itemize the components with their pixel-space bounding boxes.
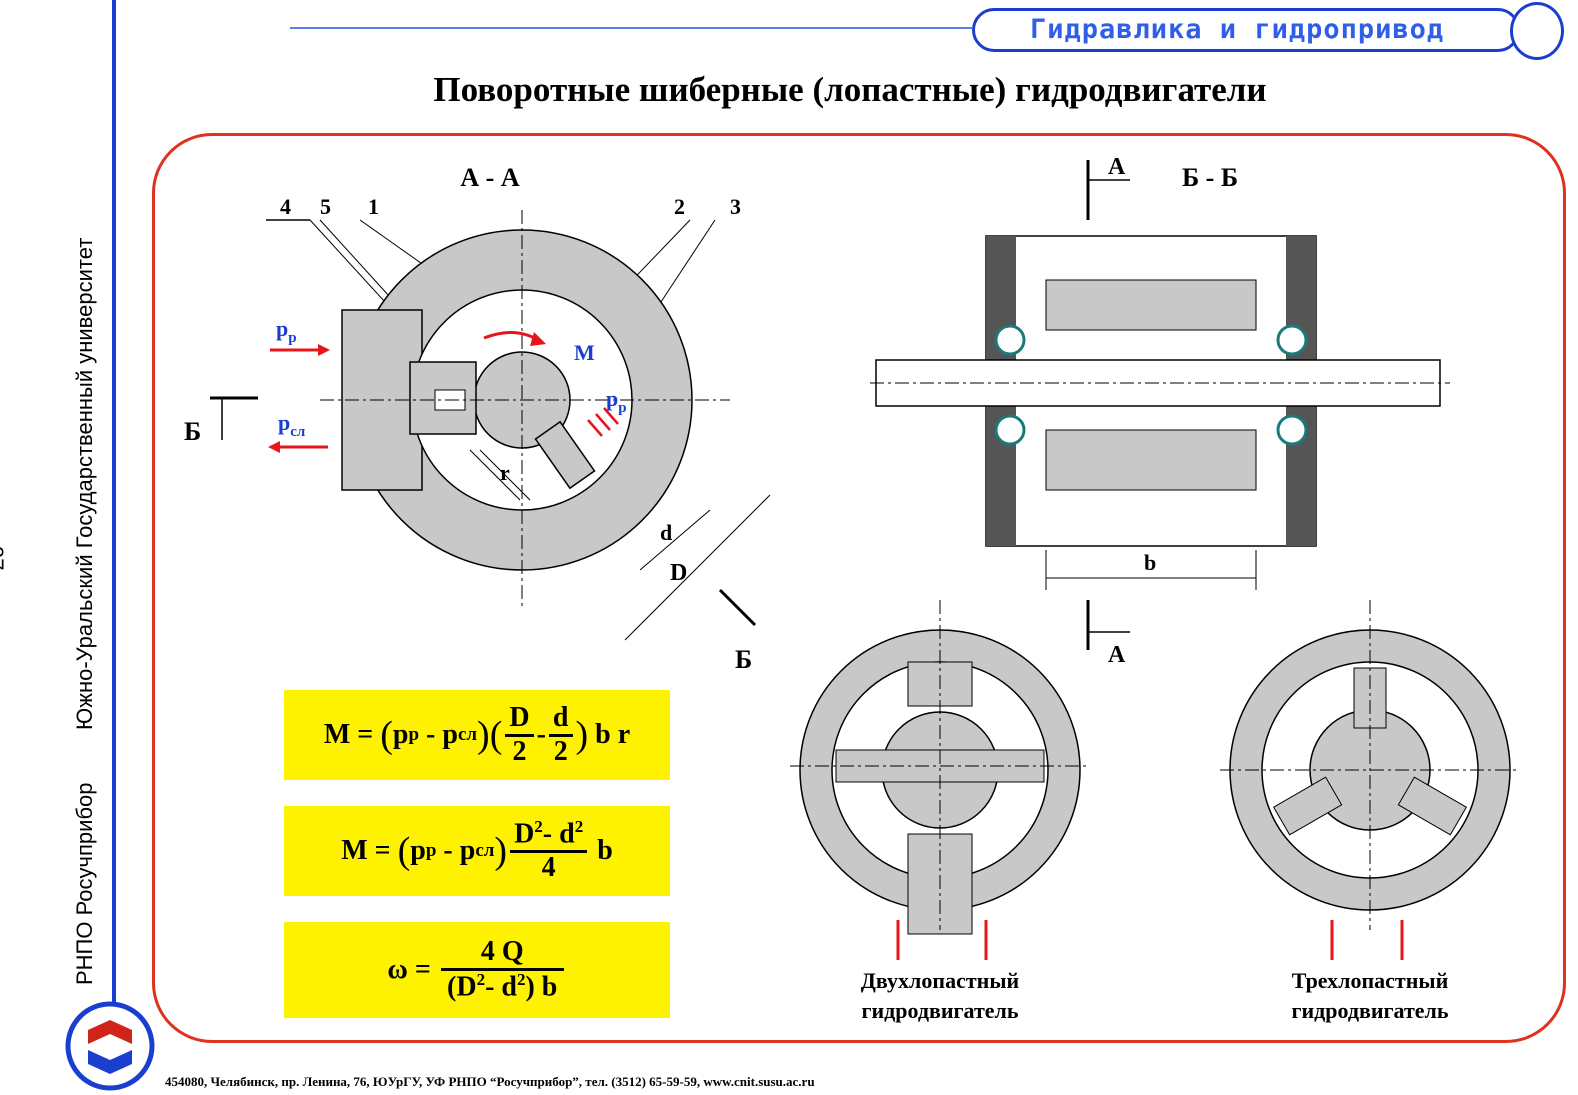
org-name: РНПО Росучприбор — [72, 782, 97, 985]
section-bb-label: Б - Б — [1182, 163, 1238, 192]
university-name: Южно-Уральский Государственный университ… — [72, 237, 97, 730]
sidebar-rule — [112, 0, 116, 1010]
three-vane-caption-line2: гидродвигатель — [1291, 998, 1449, 1023]
three-vane-caption-line1: Трехлопастный — [1291, 968, 1449, 993]
moment-label: M — [574, 340, 595, 365]
page-number: 97 — [0, 546, 8, 571]
three-vane-caption: Трехлопастный гидродвигатель — [1240, 966, 1500, 1026]
section-b-left: Б — [184, 417, 201, 446]
section-aa-drawing: А - А 4 5 1 2 3 рр рсл M рр r d D Б Б — [184, 163, 771, 674]
content-frame — [152, 133, 1566, 1043]
section-b-right: Б — [735, 645, 752, 674]
banner-cap — [1510, 2, 1564, 60]
header-rule — [290, 27, 972, 29]
section-a-bottom: А — [1108, 642, 1126, 668]
course-banner — [972, 8, 1520, 52]
dim-d: d — [660, 520, 672, 545]
callout-4: 4 — [280, 194, 291, 219]
footer-address: 454080, Челябинск, пр. Ленина, 76, ЮУрГУ… — [165, 1074, 815, 1089]
two-vane-caption: Двухлопастный гидродвигатель — [810, 966, 1070, 1026]
callout-3: 3 — [730, 194, 741, 219]
dim-b: b — [1144, 550, 1156, 575]
p-vane-label: рр — [606, 386, 627, 416]
callout-5: 5 — [320, 194, 331, 219]
callout-1: 1 — [368, 194, 379, 219]
angular-velocity-formula: ω = 4 Q(D2- d2) b — [284, 922, 670, 1018]
rnpo-logo — [65, 1001, 155, 1091]
course-title: Гидравлика и гидропривод — [1030, 14, 1445, 45]
section-aa-label: А - А — [460, 163, 519, 192]
two-vane-motor-drawing — [790, 600, 1090, 960]
section-bb-drawing: Б - Б А А b — [870, 154, 1450, 668]
p-in-label: рр — [276, 316, 297, 346]
two-vane-caption-line2: гидродвигатель — [861, 998, 1019, 1023]
dim-r: r — [500, 460, 510, 485]
page-title: Поворотные шиберные (лопастные) гидродви… — [433, 70, 1267, 109]
callout-2: 2 — [674, 194, 685, 219]
section-a-top: А — [1108, 154, 1126, 180]
two-vane-caption-line1: Двухлопастный — [860, 968, 1020, 993]
dim-D: D — [670, 560, 687, 586]
three-vane-motor-drawing — [1220, 600, 1520, 960]
p-out-label: рсл — [278, 410, 306, 440]
